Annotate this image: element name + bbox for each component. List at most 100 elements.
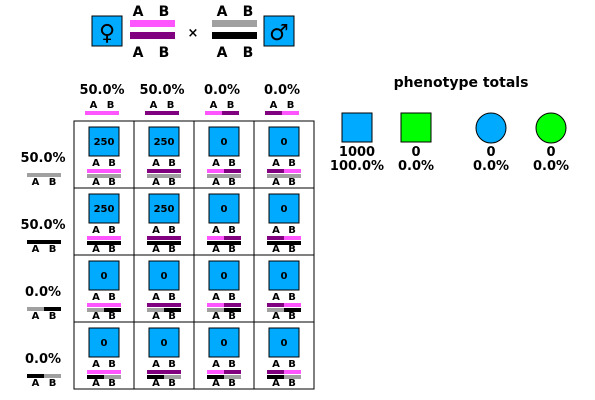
chromosome-segment-b: [44, 307, 61, 311]
offspring-phenotype-box: [88, 126, 120, 157]
maternal-chromosome-segment-b: [284, 370, 301, 374]
paternal-chromosome-segment-b: [164, 308, 181, 312]
offspring-count: 0: [281, 137, 288, 148]
row-percent: 50.0%: [20, 151, 65, 166]
chromosome-segment-a: [265, 111, 282, 115]
female-symbol-icon: ♀: [99, 21, 115, 46]
paternal-chromosome-segment-a: [87, 174, 104, 178]
paternal-chromosome-segment-b: [224, 375, 241, 379]
offspring-count: 250: [94, 137, 115, 148]
male-label-a-top: A: [217, 4, 228, 20]
paternal-chromosome-segment-a: [147, 308, 164, 312]
paternal-chromosome-segment-b: [164, 375, 181, 379]
maternal-chromosome-segment-b: [224, 303, 241, 307]
allele-label-a: A: [272, 292, 280, 303]
offspring-count: 0: [281, 204, 288, 215]
paternal-chromosome-segment-b: [104, 308, 121, 312]
maternal-chromosome-segment-a: [87, 303, 104, 307]
allele-label-b: B: [108, 158, 116, 169]
chromosome-segment-b: [44, 173, 61, 177]
allele-label-a: A: [152, 158, 160, 169]
maternal-chromosome-segment-a: [207, 370, 224, 374]
male-parent: ♂: [263, 15, 295, 47]
female-chromosome-2: [130, 32, 175, 39]
offspring-phenotype-box: [208, 126, 240, 157]
female-label-a-top: A: [133, 4, 144, 20]
allele-label-a: A: [212, 177, 220, 188]
allele-label-b: B: [288, 359, 296, 370]
phenotype-total: 00.0%: [533, 112, 569, 174]
female-phenotype-box: [91, 15, 123, 47]
allele-label-a: A: [32, 378, 40, 389]
offspring-count: 0: [101, 271, 108, 282]
maternal-chromosome-segment-b: [164, 169, 181, 173]
offspring-phenotype-box: [148, 193, 180, 224]
allele-label-b: B: [228, 177, 236, 188]
offspring-phenotype-box: [208, 260, 240, 291]
maternal-chromosome-segment-a: [87, 169, 104, 173]
allele-label-a: A: [272, 359, 280, 370]
offspring-phenotype-box: [268, 193, 300, 224]
offspring-count: 0: [101, 338, 108, 349]
allele-label-a: A: [212, 158, 220, 169]
offspring-count: 250: [154, 204, 175, 215]
allele-label-b: B: [168, 292, 176, 303]
allele-label-b: B: [168, 244, 176, 255]
chromosome-segment-a: [27, 240, 44, 244]
allele-label-b: B: [168, 158, 176, 169]
allele-label-b: B: [108, 311, 116, 322]
paternal-chromosome-segment-b: [284, 241, 301, 245]
offspring-phenotype-box: [88, 193, 120, 224]
allele-label-a: A: [90, 100, 98, 111]
allele-label-a: A: [152, 378, 160, 389]
maternal-chromosome-segment-a: [207, 169, 224, 173]
maternal-chromosome-segment-b: [104, 303, 121, 307]
allele-label-b: B: [108, 244, 116, 255]
maternal-chromosome-segment-a: [207, 303, 224, 307]
paternal-chromosome-segment-a: [87, 375, 104, 379]
offspring-phenotype-box: [148, 327, 180, 358]
allele-label-a: A: [92, 378, 100, 389]
allele-label-b: B: [49, 378, 57, 389]
allele-label-a: A: [152, 311, 160, 322]
phenotype-count: 0: [411, 145, 420, 160]
paternal-chromosome-segment-a: [267, 308, 284, 312]
maternal-chromosome-segment-a: [267, 370, 284, 374]
maternal-chromosome-segment-b: [104, 169, 121, 173]
paternal-chromosome-segment-b: [104, 174, 121, 178]
allele-label-a: A: [152, 292, 160, 303]
allele-label-a: A: [152, 244, 160, 255]
allele-label-b: B: [288, 244, 296, 255]
paternal-chromosome-segment-b: [164, 174, 181, 178]
allele-label-a: A: [210, 100, 218, 111]
allele-label-b: B: [108, 359, 116, 370]
column-percent: 50.0%: [79, 83, 124, 98]
maternal-chromosome-segment-a: [267, 303, 284, 307]
maternal-chromosome-segment-a: [147, 236, 164, 240]
allele-label-a: A: [92, 158, 100, 169]
paternal-chromosome-segment-a: [147, 241, 164, 245]
paternal-chromosome-segment-a: [267, 375, 284, 379]
row-percent: 50.0%: [20, 218, 65, 233]
paternal-chromosome-segment-a: [207, 174, 224, 178]
paternal-chromosome-segment-a: [267, 174, 284, 178]
maternal-chromosome-segment-b: [164, 236, 181, 240]
maternal-chromosome-segment-b: [224, 236, 241, 240]
offspring-phenotype-box: [148, 126, 180, 157]
